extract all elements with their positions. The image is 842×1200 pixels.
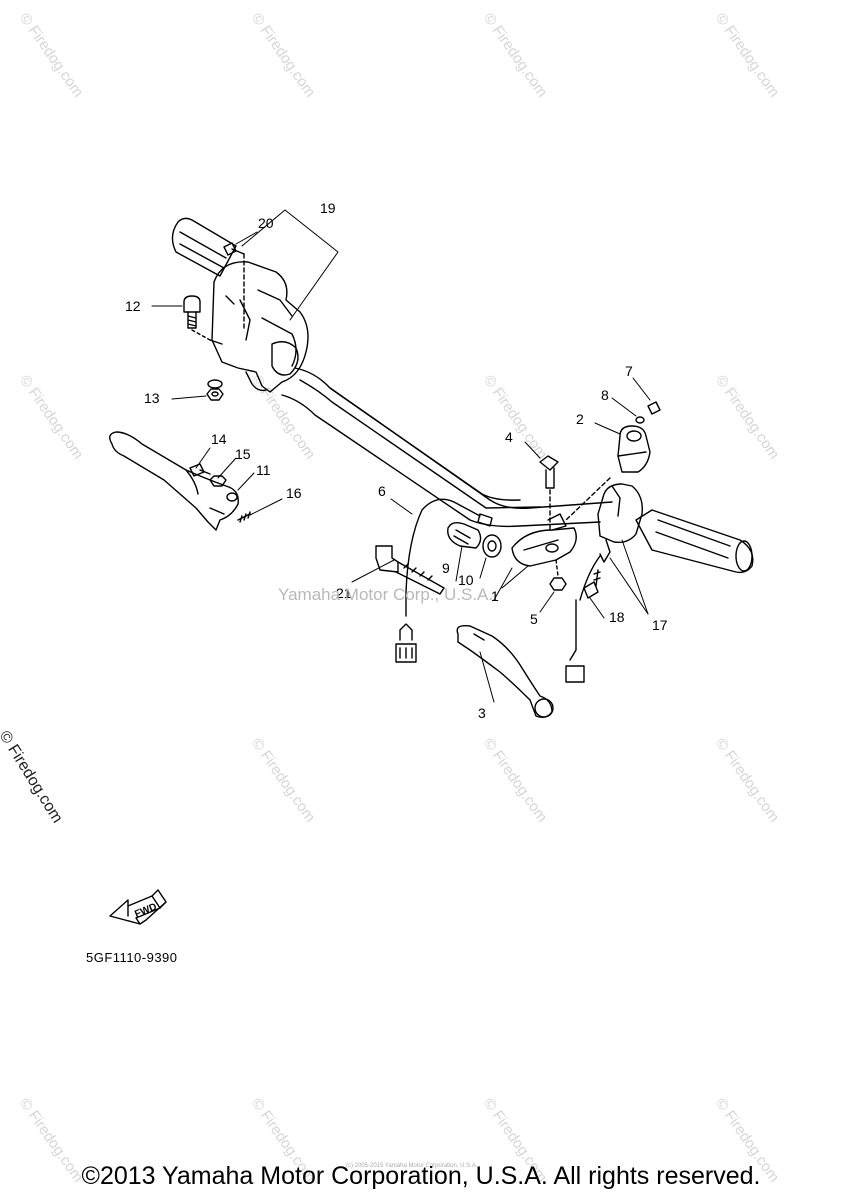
part-9 <box>447 521 482 549</box>
right-switch-17 <box>565 483 643 683</box>
bolt-14 <box>189 463 211 477</box>
right-grip <box>635 509 754 574</box>
band-21 <box>375 545 445 595</box>
part-label-10: 10 <box>458 572 474 588</box>
washer-nut-13 <box>206 379 224 401</box>
left-grip <box>171 217 237 277</box>
left-switch-assembly <box>211 261 309 393</box>
part-label-20: 20 <box>258 215 274 231</box>
part-label-7: 7 <box>625 363 633 379</box>
part-label-2: 2 <box>576 411 584 427</box>
part-label-14: 14 <box>211 431 227 447</box>
left-lever <box>109 431 239 531</box>
part-labels: 1 2 3 4 5 6 7 8 9 10 11 12 13 14 15 16 1… <box>125 200 668 721</box>
part-label-11: 11 <box>256 462 271 478</box>
part-label-8: 8 <box>601 387 609 403</box>
part-label-19: 19 <box>320 200 336 216</box>
center-watermark: Yamaha Motor Corp., U.S.A. <box>278 585 494 604</box>
part-label-12: 12 <box>125 298 141 314</box>
part-label-18: 18 <box>609 609 625 625</box>
leader-lines <box>151 209 651 703</box>
part-label-9: 9 <box>442 560 450 576</box>
handlebar <box>281 367 613 528</box>
part-label-3: 3 <box>478 705 486 721</box>
tiny-copyright-note: (c) 2005-2015 Yamaha Motor Corporation, … <box>346 1163 478 1169</box>
bracket-1 <box>511 513 577 567</box>
part-label-16: 16 <box>286 485 302 501</box>
part-label-1: 1 <box>491 588 499 604</box>
fwd-label: FWD <box>133 902 158 921</box>
lever-3 <box>456 624 554 719</box>
bolt-7 <box>647 401 661 415</box>
nut-15 <box>209 475 227 487</box>
part-label-6: 6 <box>378 483 386 499</box>
part-label-13: 13 <box>144 390 160 406</box>
diagram-code: 5GF1110-9390 <box>86 950 178 965</box>
part-label-21: 21 <box>336 585 352 601</box>
nut-5 <box>549 559 567 591</box>
copyright-footer: ©2013 Yamaha Motor Corporation, U.S.A. A… <box>81 1162 761 1190</box>
screw-18 <box>583 569 601 599</box>
fwd-arrow-icon <box>109 889 167 925</box>
part-label-15: 15 <box>235 446 251 462</box>
cable-6 <box>395 498 493 663</box>
screw-16 <box>237 511 251 523</box>
bolt-20 <box>223 242 245 331</box>
bolt-4 <box>539 455 559 531</box>
part-label-17: 17 <box>652 617 668 633</box>
part-10 <box>482 534 502 558</box>
part-label-5: 5 <box>530 611 538 627</box>
screw-12 <box>183 295 223 345</box>
part-label-4: 4 <box>505 429 513 445</box>
holder-2 <box>565 425 651 521</box>
washer-8 <box>635 416 645 424</box>
